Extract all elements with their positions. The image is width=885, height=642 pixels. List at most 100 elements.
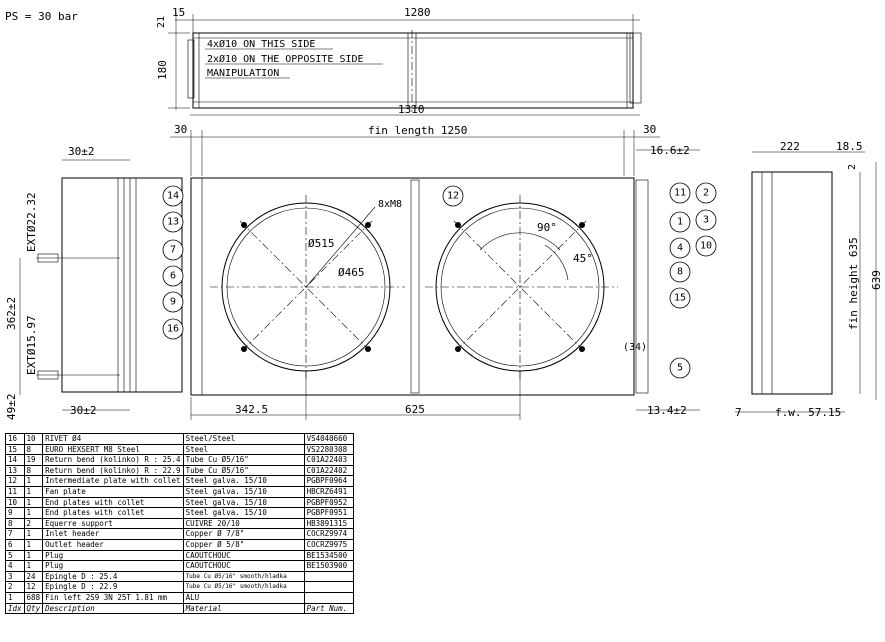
bom-material: CAOUTCHOUC bbox=[182, 549, 305, 562]
balloon-10: 10 bbox=[700, 241, 712, 252]
balloon-14: 14 bbox=[167, 191, 179, 202]
bom-idx: 3 bbox=[5, 570, 25, 583]
bom-description: End plates with collet bbox=[42, 507, 184, 519]
balloon-5: 5 bbox=[677, 363, 683, 374]
dim-13-4: 13.4±2 bbox=[647, 404, 687, 417]
balloon-12: 12 bbox=[447, 191, 459, 202]
dim-fin-length: fin length 1250 bbox=[368, 124, 467, 137]
bom-material: Tube Cu Ø5/16" bbox=[182, 454, 305, 466]
bom-idx: 6 bbox=[5, 538, 25, 551]
dim-overall: 1310 bbox=[398, 103, 425, 116]
dim-height-180: 180 bbox=[156, 60, 169, 80]
bom-part-num: COCRZ9974 bbox=[303, 528, 354, 540]
dim-left-offset: 15 bbox=[172, 6, 185, 19]
dim-ext-inlet: EXTØ22.32 bbox=[25, 192, 38, 252]
bom-description: Inlet header bbox=[42, 528, 184, 540]
bom-qty: 1 bbox=[23, 549, 44, 562]
bom-material: Steel galva. 15/10 bbox=[182, 485, 305, 498]
bom-description: EURO HEXSERT M8 Steel bbox=[42, 443, 184, 456]
bom-qty: 10 bbox=[23, 433, 44, 445]
dim-width: 1280 bbox=[404, 6, 431, 19]
balloon-13: 13 bbox=[167, 217, 179, 228]
bom-idx: 8 bbox=[5, 517, 25, 530]
bom-qty: 1 bbox=[23, 485, 44, 498]
balloon-9: 9 bbox=[170, 297, 176, 308]
bom-description: Return bend (kolinko) R : 25.4 bbox=[42, 454, 184, 466]
bom-part-num: VS2280308 bbox=[303, 443, 354, 456]
label-screws: 8xM8 bbox=[378, 199, 402, 210]
front-right-dims: 16.6±2 13.4±2 bbox=[636, 144, 700, 417]
bom-idx: 10 bbox=[5, 496, 25, 509]
bom-part-num: COCRZ9975 bbox=[303, 538, 354, 551]
bom-qty: 1 bbox=[23, 560, 44, 572]
bom-idx: 7 bbox=[5, 528, 25, 540]
bom-idx: 9 bbox=[5, 507, 25, 519]
balloon-3: 3 bbox=[703, 215, 709, 226]
bom-material: Steel galva. 15/10 bbox=[182, 496, 305, 509]
bom-description: RIVET Ø4 bbox=[42, 433, 184, 445]
bom-idx: 13 bbox=[5, 464, 25, 477]
bom-description: Plug bbox=[42, 549, 184, 562]
bom-description: Outlet header bbox=[42, 538, 184, 551]
bom-part-num: C01A22402 bbox=[303, 464, 354, 477]
bom-description: Return bend (kolinko) R : 22.9 bbox=[42, 464, 184, 477]
dim-two: 2 bbox=[847, 164, 858, 170]
dim-top-depth: 30±2 bbox=[68, 145, 95, 158]
dim-top-offset: 21 bbox=[156, 16, 167, 28]
bom-part-num bbox=[303, 581, 354, 593]
bom-material: CUIVRE 20/10 bbox=[182, 517, 305, 530]
dim-ext-outlet: EXTØ15.97 bbox=[25, 315, 38, 375]
dim-fan-offset: 342.5 bbox=[235, 403, 268, 416]
bom-part-num: C01A22403 bbox=[303, 454, 354, 466]
front-view: 30 fin length 1250 30 8xM8 Ø515 Ø465 90°… bbox=[170, 123, 660, 420]
bom-header-idx: Idx bbox=[5, 602, 25, 615]
bom-material: Steel bbox=[182, 443, 305, 456]
bom-header-material: Material bbox=[182, 602, 305, 615]
bom-header-part-num: Part Num. bbox=[303, 602, 354, 615]
bom-idx: 5 bbox=[5, 549, 25, 562]
bom-idx: 12 bbox=[5, 475, 25, 487]
dim-bottom-depth: 30±2 bbox=[70, 404, 97, 417]
balloon-4: 4 bbox=[677, 243, 683, 254]
dim-height-362: 362±2 bbox=[5, 297, 18, 330]
bom-description: Epingle D : 25.4 bbox=[42, 570, 184, 583]
bom-qty: 8 bbox=[23, 443, 44, 456]
bom-idx: 2 bbox=[5, 581, 25, 593]
bom-header-qty: Qty bbox=[23, 602, 44, 615]
bom-part-num: BE1503900 bbox=[303, 560, 354, 572]
bom-qty: 1 bbox=[23, 538, 44, 551]
bom-material: Copper Ø 7/8" bbox=[182, 528, 305, 540]
note-manipulation: MANIPULATION bbox=[207, 68, 279, 79]
bom-idx: 14 bbox=[5, 454, 25, 466]
dim-height-49: 49±2 bbox=[5, 394, 18, 421]
bom-qty: 1 bbox=[23, 475, 44, 487]
bom-header-description: Description bbox=[42, 602, 184, 615]
side-view: 222 18.5 2 fin height 635 639 7 f.w. 57.… bbox=[735, 140, 883, 419]
dim-edge-18-5: 18.5 bbox=[836, 140, 863, 153]
bom-part-num bbox=[303, 591, 354, 604]
bom-part-num: VS4040660 bbox=[303, 433, 354, 445]
bom-qty: 688 bbox=[23, 591, 44, 604]
bom-description: Equerre support bbox=[42, 517, 184, 530]
dim-seven: 7 bbox=[735, 406, 742, 419]
bom-material: Copper Ø 5/8" bbox=[182, 538, 305, 551]
label-dim-34: (34) bbox=[623, 342, 647, 353]
balloons: 11 1 4 8 15 5 12 2 3 10 14 13 7 6 9 16 bbox=[162, 182, 717, 379]
note-opposite-side: 2xØ10 ON THE OPPOSITE SIDE bbox=[207, 53, 364, 65]
bom-qty: 12 bbox=[23, 581, 44, 593]
bom-description: Fan plate bbox=[42, 485, 184, 498]
